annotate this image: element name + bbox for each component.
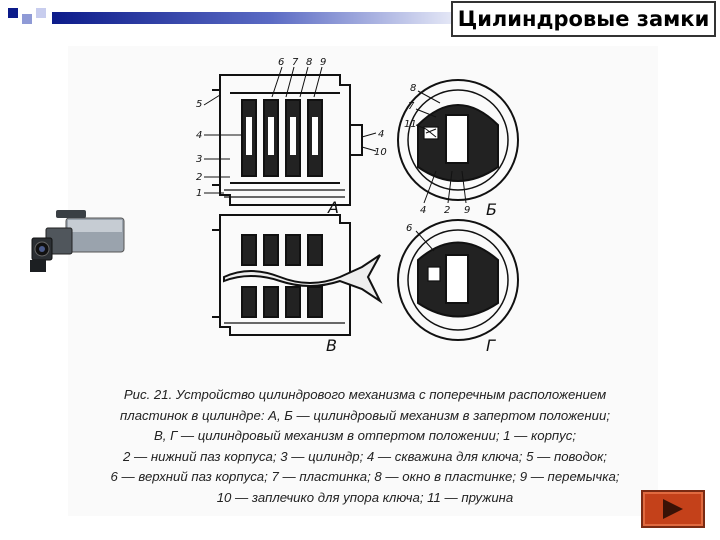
view-b-cross-section xyxy=(397,79,519,201)
callout-a-1: 1 xyxy=(196,188,202,199)
slide-header xyxy=(0,0,720,40)
caption-line-1: Рис. 21. Устройство цилиндрового механиз… xyxy=(123,387,607,402)
callout-a-4b: 4 xyxy=(378,129,384,140)
next-arrow-icon xyxy=(663,499,683,519)
caption-line-4: 2 — нижний паз корпуса; 3 — цилиндр; 4 —… xyxy=(123,448,607,464)
video-camera-icon[interactable] xyxy=(28,208,128,274)
header-square-1 xyxy=(8,8,18,18)
caption-line-2: пластинок в цилиндре: А, Б — цилиндровый… xyxy=(120,407,610,423)
header-square-3 xyxy=(36,8,46,18)
callout-a-2: 2 xyxy=(196,172,202,183)
callout-b-7: 7 xyxy=(408,101,415,112)
callout-a-7: 7 xyxy=(292,57,299,68)
callout-b-8: 8 xyxy=(410,83,416,94)
figure-caption: Рис. 21. Устройство цилиндрового механиз… xyxy=(70,385,660,508)
callout-a-9: 9 xyxy=(320,57,326,68)
view-label-a: А xyxy=(327,198,339,217)
callout-b-4: 4 xyxy=(420,205,426,216)
view-label-g: Г xyxy=(486,336,496,355)
callout-b-9: 9 xyxy=(464,205,470,216)
view-v-section xyxy=(212,214,383,336)
callout-leaders xyxy=(203,66,467,252)
caption-line-3: В, Г — цилиндровый механизм в отпертом п… xyxy=(153,428,577,443)
view-a-section xyxy=(212,74,363,206)
callout-a-4: 4 xyxy=(196,130,202,141)
callout-b-2: 2 xyxy=(444,205,450,216)
header-square-2 xyxy=(22,14,32,24)
callout-a-10: 10 xyxy=(374,147,387,158)
view-label-b: Б xyxy=(486,200,497,219)
lock-mechanism-diagram: 6 7 8 9 5 4 3 2 1 4 10 8 7 11 4 2 9 6 А … xyxy=(196,57,519,355)
title-box: Цилиндровые замки xyxy=(451,1,716,37)
callout-a-5: 5 xyxy=(196,99,202,110)
callout-a-8: 8 xyxy=(306,57,312,68)
callout-b-11: 11 xyxy=(404,119,417,130)
view-g-cross-section xyxy=(397,219,519,341)
page-title: Цилиндровые замки xyxy=(457,7,710,31)
callout-g-6: 6 xyxy=(406,223,412,234)
caption-line-5: 6 — верхний паз корпуса; 7 — пластинка; … xyxy=(110,469,620,484)
next-slide-button[interactable] xyxy=(641,490,705,528)
callout-a-6: 6 xyxy=(278,57,284,68)
header-gradient-bar xyxy=(52,12,452,24)
view-label-v: В xyxy=(326,336,337,355)
caption-line-6: 10 — заплечико для упора ключа; 11 — пру… xyxy=(216,489,514,505)
callout-a-3: 3 xyxy=(196,154,202,165)
